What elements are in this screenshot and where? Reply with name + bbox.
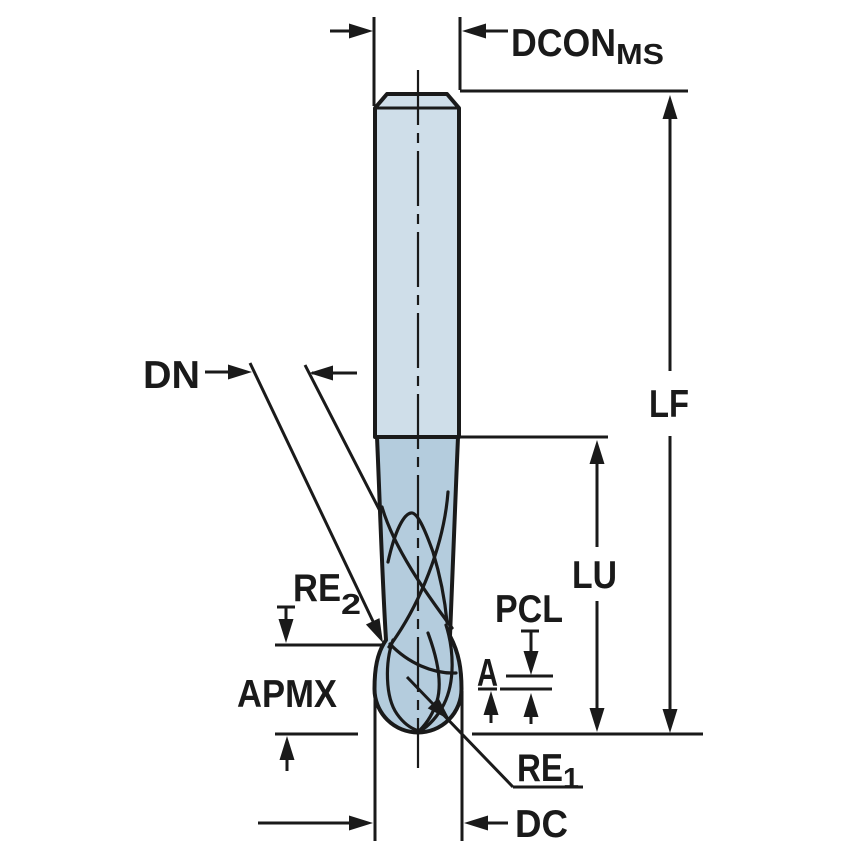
lf-arrowhead-top <box>662 95 678 119</box>
dc-label: DC <box>515 803 568 846</box>
dn-ext-line-inner <box>303 364 383 514</box>
lu-label: LU <box>572 554 617 597</box>
dim-lf: LF <box>460 89 689 733</box>
re1-arrowhead <box>427 697 450 720</box>
apmx-arrowhead-up <box>279 736 295 760</box>
pcl-arrowhead-down <box>523 651 539 675</box>
lu-arrowhead-top <box>589 440 605 464</box>
ball-edge-right <box>418 623 454 733</box>
dn-arrowhead-left <box>228 364 252 380</box>
dim-re1: RE1 <box>405 675 583 795</box>
lf-label: LF <box>649 383 689 426</box>
dn-label: DN <box>143 354 200 397</box>
dcon-label: DCONMS <box>511 22 664 71</box>
apmx-arrowhead-down <box>278 619 294 643</box>
lu-arrowhead-bottom <box>589 708 605 732</box>
ball-edge-left <box>385 638 421 733</box>
pcl-arrowhead-up <box>523 693 539 717</box>
dim-lu: LU <box>375 435 703 736</box>
dim-dcon: DCONMS <box>330 17 664 106</box>
lf-arrowhead-bottom <box>662 709 678 733</box>
a-label: A <box>477 652 498 695</box>
pcl-label: PCL <box>495 588 563 631</box>
dim-dn: DN <box>143 354 383 635</box>
dcon-arrowhead-left <box>349 23 373 39</box>
flute-helix-right <box>387 490 450 649</box>
dim-pcl-a: PCL A <box>477 588 563 724</box>
flute-curves <box>380 490 458 733</box>
flute-arch <box>386 511 449 624</box>
a-arrowhead-up <box>483 691 499 715</box>
dcon-arrowhead-right <box>462 23 486 39</box>
dc-arrowhead-right <box>464 815 488 831</box>
ball-cross-curve <box>388 642 458 675</box>
flute-helix-left <box>380 505 454 630</box>
re1-label: RE1 <box>517 747 579 795</box>
dc-arrowhead-left <box>349 815 373 831</box>
dim-re2: RE2 <box>293 567 383 643</box>
re2-label: RE2 <box>293 567 361 621</box>
re1-radius-line <box>405 675 515 789</box>
re2-arrowhead <box>365 618 383 643</box>
tool-silhouette <box>372 70 464 768</box>
dim-apmx: APMX <box>237 605 384 771</box>
dim-dc: DC <box>258 691 568 846</box>
dn-ext-line-outer <box>248 362 381 635</box>
apmx-label: APMX <box>237 673 337 716</box>
